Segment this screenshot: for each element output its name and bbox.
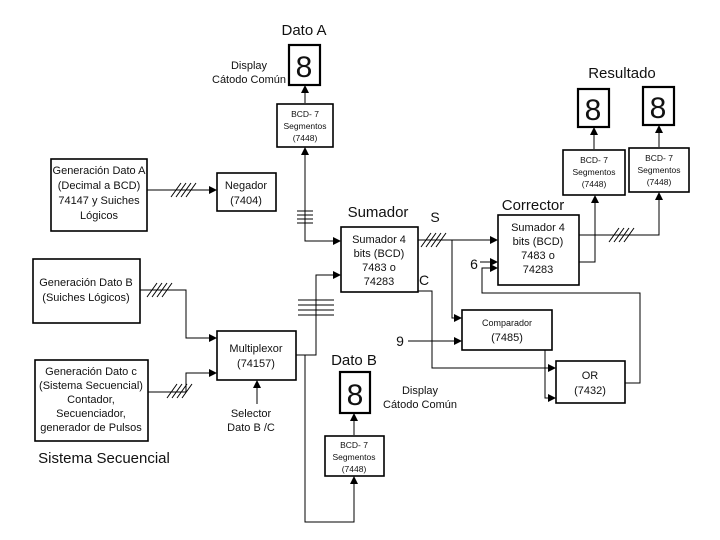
display-b-caption-line2: Cátodo Común: [383, 399, 457, 411]
block-label-gen-a-3: Lógicos: [80, 210, 118, 222]
signal-c-label: C: [419, 272, 429, 288]
block-label-bcd-b-0: BCD- 7: [340, 440, 368, 450]
block-label-multiplexor-1: (74157): [237, 358, 275, 370]
comparador-block: Comparador (7485): [461, 309, 553, 351]
bus-mark-genc: [166, 383, 193, 399]
display-r1: 8: [576, 87, 611, 129]
block-label-bcd-a-0: BCD- 7: [291, 109, 319, 119]
wire-corrector-bcdr1: [579, 195, 599, 263]
block-label-gen-c-0: Generación Dato c: [45, 366, 137, 378]
sumador-block: Sumador 4 bits (BCD) 7483 o 74283: [340, 226, 419, 293]
display-b-digit: 8: [347, 379, 364, 412]
display-a: 8: [287, 43, 322, 87]
block-label-bcd-r2-2: (7448): [647, 177, 672, 187]
signal-s-label: S: [430, 209, 439, 225]
block-label-sumador-0: Sumador 4: [352, 234, 406, 246]
wire-genc-mux: [148, 369, 217, 393]
corrector-block: Sumador 4 bits (BCD) 7483 o 74283: [497, 214, 580, 286]
block-label-gen-c-1: (Sistema Secuencial): [39, 380, 143, 392]
block-label-multiplexor-0: Multiplexor: [229, 343, 283, 355]
block-label-comparador-0: Comparador: [482, 318, 532, 328]
block-label-sumador-1: bits (BCD): [354, 248, 405, 260]
bus-mark-corr-out: [608, 227, 635, 243]
block-label-negador-1: (7404): [230, 195, 262, 207]
negador-block: Negador (7404): [216, 172, 277, 212]
block-label-or-gate-0: OR: [582, 370, 599, 382]
block-label-bcd-b-2: (7448): [342, 464, 367, 474]
display-r1-digit: 8: [585, 94, 602, 127]
gen-a-block: Generación Dato A (Decimal a BCD) 74147 …: [50, 158, 148, 232]
heading-dato-b: Dato B: [331, 352, 377, 369]
display-a-caption-line1: Display: [231, 60, 268, 72]
signal-nine-label: 9: [396, 333, 404, 349]
gen-b-block: Generación Dato B (Suiches Lógicos): [32, 258, 141, 324]
block-label-bcd-r1-0: BCD- 7: [580, 155, 608, 165]
block-label-gen-c-2: Contador,: [67, 394, 115, 406]
bus-mark-negador: [297, 210, 313, 224]
display-b: 8: [338, 370, 372, 415]
block-label-corrector-2: 7483 o: [521, 250, 555, 262]
wire-genb-mux: [140, 289, 217, 342]
block-label-bcd-r1-2: (7448): [582, 179, 607, 189]
block-label-sumador-2: 7483 o: [362, 262, 396, 274]
wire-s-comparador: [451, 240, 462, 322]
heading-dato-a: Dato A: [281, 22, 326, 39]
block-label-negador-0: Negador: [225, 180, 268, 192]
block-label-gen-a-2: 74147 y Suiches: [58, 195, 140, 207]
block-label-bcd-r2-0: BCD- 7: [645, 153, 673, 163]
display-a-caption-line2: Cátodo Común: [212, 74, 286, 86]
heading-sumador: Sumador: [348, 204, 409, 221]
display-b-caption-line1: Display: [402, 385, 439, 397]
block-label-bcd-b-1: Segmentos: [333, 452, 376, 462]
display-r2: 8: [641, 85, 676, 127]
bus-mark-sum-out: [420, 232, 447, 248]
display-a-digit: 8: [296, 51, 313, 84]
selector-label-line2: Dato B /C: [227, 422, 275, 434]
display-r2-digit: 8: [650, 92, 667, 125]
wire-mux-bcdb: [304, 355, 358, 523]
block-label-corrector-3: 74283: [523, 264, 554, 276]
block-label-gen-b-1: (Suiches Lógicos): [42, 292, 129, 304]
block-label-corrector-0: Sumador 4: [511, 222, 565, 234]
heading-corrector: Corrector: [502, 197, 565, 214]
gen-c-block: Generación Dato c (Sistema Secuencial) C…: [34, 359, 149, 442]
multiplexor-block: Multiplexor (74157): [216, 330, 297, 381]
or-block: OR (7432): [555, 360, 626, 404]
bus-mark-genb: [146, 282, 173, 298]
bcd-a-block: BCD- 7 Segmentos (7448): [276, 103, 334, 148]
bus-mark-gena: [170, 182, 197, 198]
selector-label-line1: Selector: [231, 408, 272, 420]
block-label-bcd-a-2: (7448): [293, 133, 318, 143]
bcd-b-block: BCD- 7 Segmentos (7448): [324, 435, 385, 477]
wire-or-corrector: [481, 264, 641, 384]
wire-negador-sumador: [304, 190, 341, 245]
bus-marks: [146, 182, 635, 399]
block-label-gen-b-0: Generación Dato B: [39, 277, 133, 289]
block-label-or-gate-1: (7432): [574, 385, 606, 397]
bcd-r2-block: BCD- 7 Segmentos (7448): [628, 147, 690, 193]
block-label-gen-a-0: Generación Dato A: [53, 165, 147, 177]
wire-c-or: [418, 290, 556, 372]
block-label-bcd-r1-1: Segmentos: [573, 167, 616, 177]
heading-resultado: Resultado: [588, 65, 656, 82]
wire-corrector-bcdr2: [579, 192, 663, 236]
block-label-gen-c-4: generador de Pulsos: [40, 422, 142, 434]
signal-six-label: 6: [470, 256, 478, 272]
block-label-bcd-r2-1: Segmentos: [638, 165, 681, 175]
block-label-corrector-1: bits (BCD): [513, 236, 564, 248]
heading-sistema-secuencial: Sistema Secuencial: [38, 450, 170, 467]
block-label-gen-a-1: (Decimal a BCD): [58, 180, 141, 192]
block-label-gen-c-3: Secuenciador,: [56, 408, 126, 420]
bcd-r1-block: BCD- 7 Segmentos (7448): [562, 149, 626, 196]
block-label-bcd-a-1: Segmentos: [284, 121, 327, 131]
block-label-sumador-3: 74283: [364, 276, 395, 288]
bus-mark-mux: [298, 299, 334, 316]
block-label-comparador-1: (7485): [491, 332, 523, 344]
